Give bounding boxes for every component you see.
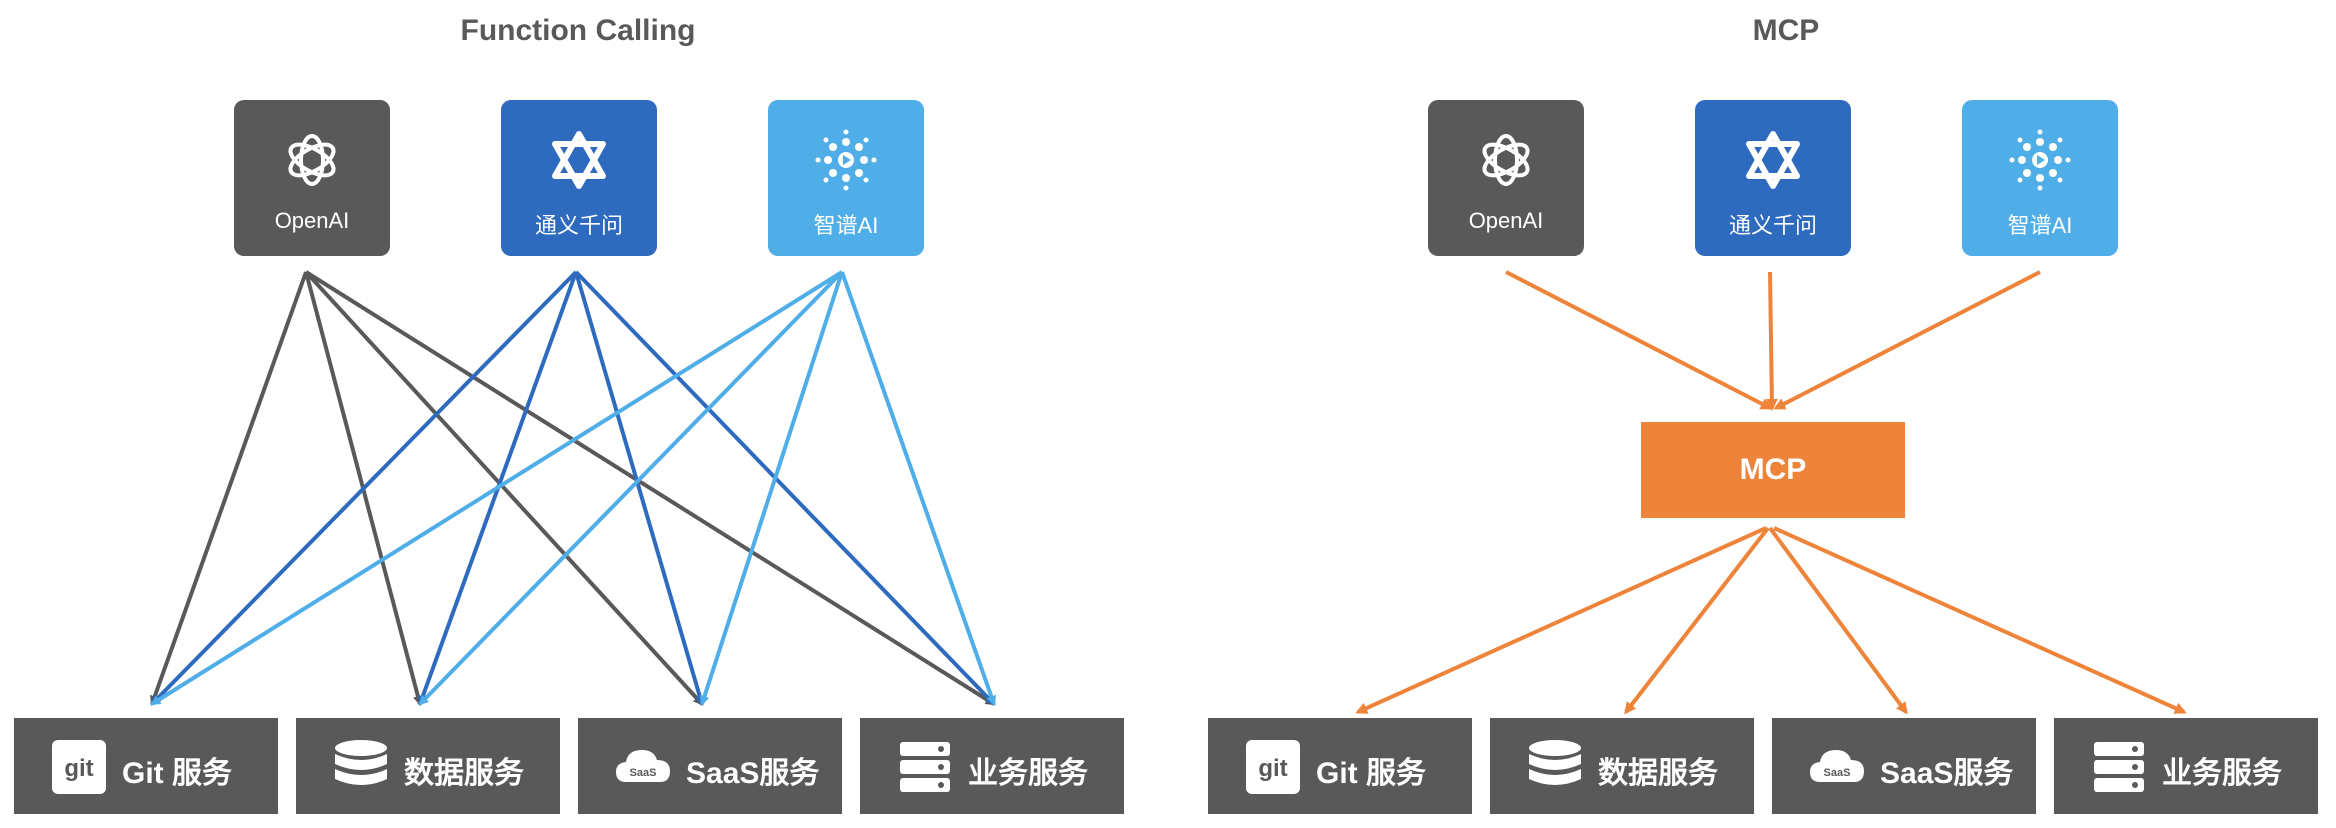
service-business: 业务服务 [860, 718, 1124, 814]
saas-cloud-icon: SaaS [616, 750, 670, 782]
model-tongyi: 通义千问 [1695, 100, 1851, 256]
panel-title-mcp: MCP [1752, 14, 1820, 47]
model-label: OpenAI [274, 208, 350, 233]
svg-text:git: git [64, 755, 93, 782]
model-zhipu: 智谱AI [768, 100, 924, 256]
git-icon: git [1246, 740, 1300, 794]
service-data: 数据服务 [1490, 718, 1754, 814]
right-connectors [1355, 270, 2187, 715]
model-zhipu: 智谱AI [1962, 100, 2118, 256]
left-connectors-tongyi [150, 270, 996, 706]
openai-logo-icon [1482, 134, 1530, 186]
server-icon [900, 742, 950, 792]
zhipu-logo-icon [815, 129, 877, 191]
service-label: 业务服务 [2162, 757, 2282, 790]
model-label: 通义千问 [1728, 213, 1817, 238]
service-git: git Git 服务 [14, 718, 278, 814]
panel-title-function-calling: Function Calling [460, 14, 696, 47]
model-openai: OpenAI [234, 100, 390, 256]
service-data: 数据服务 [296, 718, 560, 814]
service-label: 数据服务 [1598, 757, 1718, 790]
service-label: SaaS服务 [686, 757, 820, 790]
model-label: OpenAI [1468, 208, 1544, 233]
tongyi-logo-icon [552, 131, 606, 189]
service-saas: SaaS SaaS服务 [578, 718, 842, 814]
database-icon [335, 740, 387, 785]
zhipu-logo-icon [2009, 129, 2071, 191]
model-label: 通义千问 [534, 213, 623, 238]
service-business: 业务服务 [2054, 718, 2318, 814]
service-label: 业务服务 [968, 757, 1088, 790]
service-label: Git 服务 [122, 757, 232, 790]
svg-text:git: git [1258, 755, 1287, 782]
model-tongyi: 通义千问 [501, 100, 657, 256]
service-git: git Git 服务 [1208, 718, 1472, 814]
mcp-hub: MCP [1641, 422, 1905, 518]
service-label: 数据服务 [404, 757, 524, 790]
database-icon [1529, 740, 1581, 785]
model-label: 智谱AI [813, 213, 879, 238]
svg-text:SaaS: SaaS [1824, 767, 1851, 779]
svg-text:SaaS: SaaS [630, 767, 657, 779]
openai-logo-icon [288, 134, 336, 186]
saas-cloud-icon: SaaS [1810, 750, 1864, 782]
model-label: 智谱AI [2007, 213, 2073, 238]
model-openai: OpenAI [1428, 100, 1584, 256]
tongyi-logo-icon [1746, 131, 1800, 189]
server-icon [2094, 742, 2144, 792]
service-label: SaaS服务 [1880, 757, 2014, 790]
git-icon: git [52, 740, 106, 794]
left-connectors-openai [149, 270, 996, 706]
service-label: Git 服务 [1316, 757, 1426, 790]
left-connectors-zhipu [150, 270, 997, 706]
service-saas: SaaS SaaS服务 [1772, 718, 2036, 814]
